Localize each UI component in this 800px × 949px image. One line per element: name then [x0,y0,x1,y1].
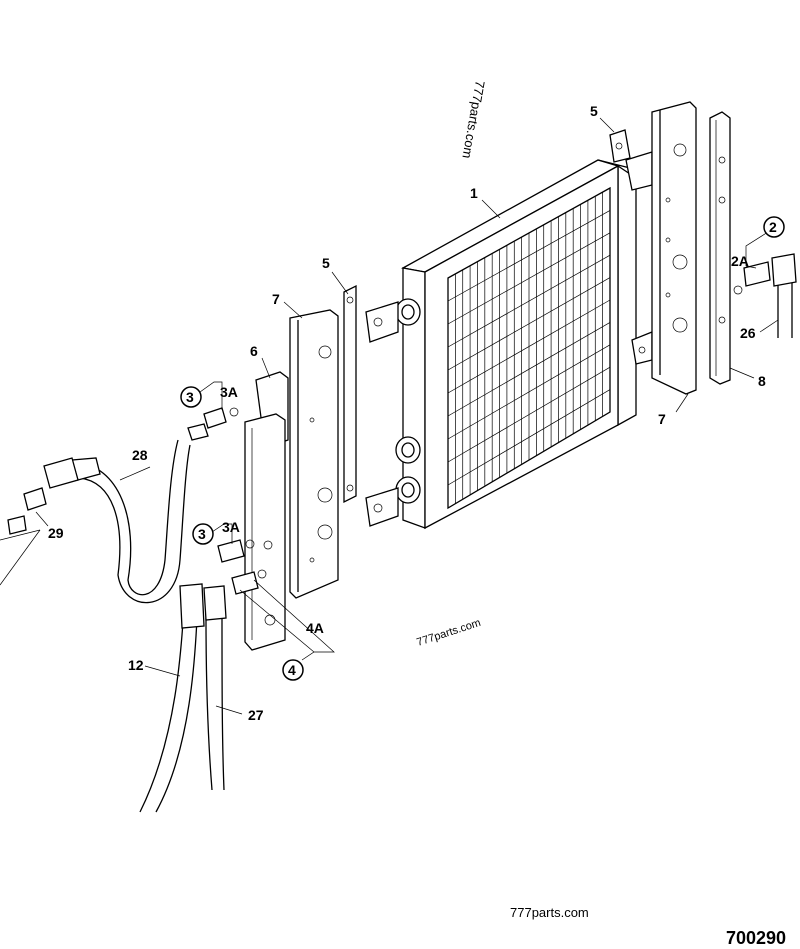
fitting-3A-upper [187,407,239,441]
label-12: 12 [128,657,144,673]
label-2: 2 [769,219,777,235]
label-8: 8 [758,373,766,389]
watermark-bottom: 777parts.com [510,905,589,920]
label-4A: 4A [306,620,324,636]
fitting-3A-lower [217,539,255,563]
fin-row [447,254,611,348]
hose-26 [771,253,797,338]
oil-cooler-core [365,129,653,530]
bracket-6 [244,371,289,651]
fitting-2A [733,261,771,295]
drawing-number: 700290 [726,928,786,948]
fin-row [447,277,611,371]
leader-lines [35,117,779,715]
callout-circle-2 [763,216,785,238]
hose-12 [139,583,205,813]
label-1: 1 [470,185,478,201]
label-29: 29 [48,525,64,541]
callout-circle-4 [282,659,304,681]
label-28: 28 [132,447,148,463]
label-7-right: 7 [658,411,666,427]
fin-row [447,232,611,325]
label-3-upper: 3 [186,389,194,405]
fin-row [447,322,611,417]
label-4: 4 [288,662,296,678]
label-3A-lower: 3A [222,519,240,535]
hose-27 [203,585,227,791]
right-bracket-7 [651,101,697,395]
label-3-lower: 3 [198,526,206,542]
hose-28 [43,439,191,604]
fin-row [447,299,611,394]
callout-circle-3-lower [192,523,214,545]
left-strip-5 [343,284,357,504]
fin-row [447,210,611,302]
label-26: 26 [740,325,756,341]
watermark-vertical: 777parts.com [459,79,487,159]
watermark-diagonal: 777parts.com [415,617,482,649]
label-27: 27 [248,707,264,723]
fin-row [447,389,611,486]
label-5-left: 5 [322,255,330,271]
callout-circle-3-upper [180,386,202,408]
label-5-right: 5 [590,103,598,119]
callout-labels: 1 2 2A 3 3A 3 3A 4 4A 5 5 6 7 7 8 12 26 … [48,103,777,723]
right-plate-8 [709,111,731,385]
fitting-29 [7,487,47,535]
label-7-left: 7 [272,291,280,307]
label-2A: 2A [731,253,749,269]
fin-row [447,366,611,463]
label-6: 6 [250,343,258,359]
fin-row [447,344,611,440]
left-bracket-7 [289,309,339,599]
fitting-4A [231,569,267,595]
label-3A-upper: 3A [220,384,238,400]
cooler-fins [447,192,611,504]
